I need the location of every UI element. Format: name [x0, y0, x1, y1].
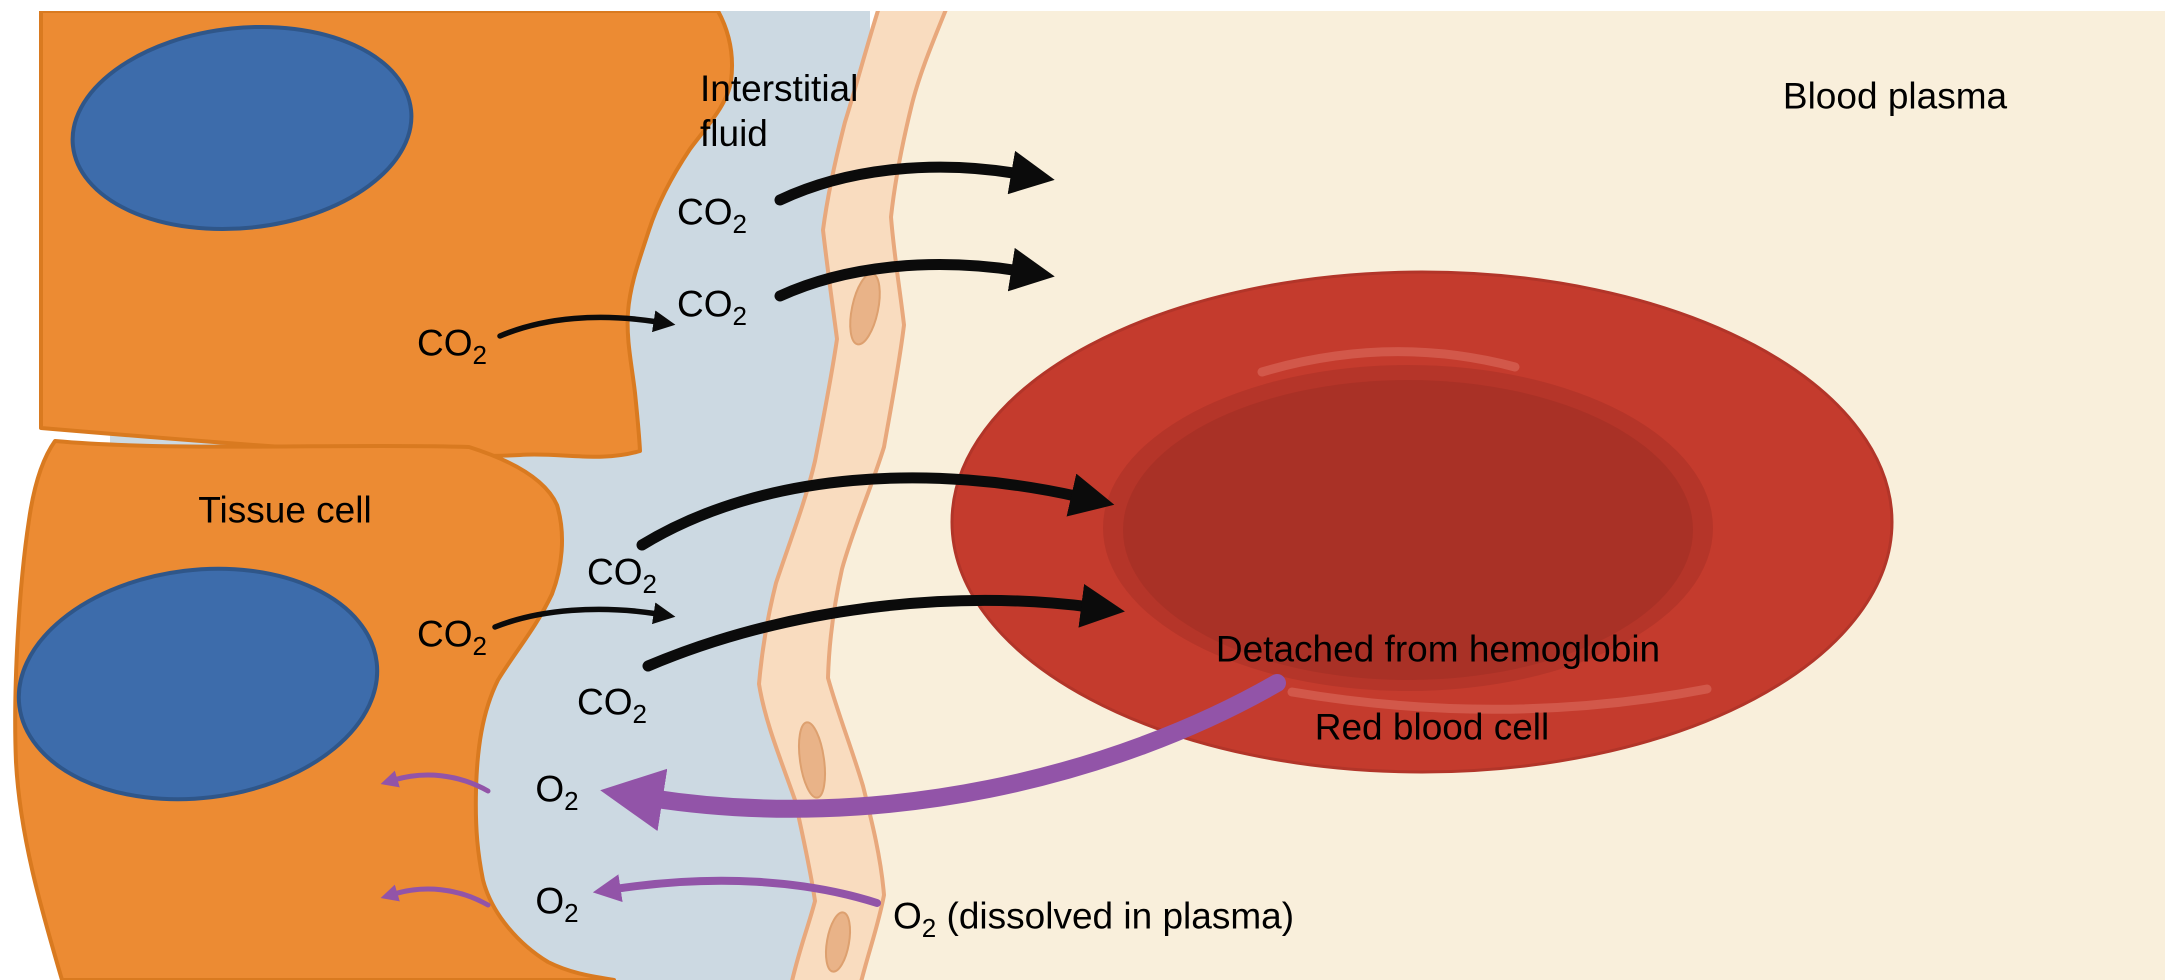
tissue-cell-nucleus-upper	[70, 24, 414, 232]
endothelial-cell-nucleus	[824, 911, 852, 973]
co2-text: CO	[577, 681, 633, 723]
co2-subscript: 2	[472, 339, 487, 370]
blood-plasma-label: Blood plasma	[1782, 75, 2008, 117]
o2-label-1: O2	[535, 766, 578, 813]
interstitial-fluid-label-line1: Interstitial	[700, 68, 859, 109]
co2-arrow-5	[492, 602, 676, 630]
co2-text: CO	[677, 283, 733, 325]
co2-subscript: 2	[472, 630, 487, 661]
tissue-cell-nucleus-lower	[16, 566, 380, 802]
o2-arrow-dissolved	[592, 874, 881, 907]
co2-subscript: 2	[732, 208, 747, 239]
interstitial-fluid-label: Interstitial fluid	[700, 66, 858, 156]
o2-arrow-into-tissue-2	[380, 884, 491, 908]
endothelial-cell-nucleus	[797, 721, 827, 799]
co2-arrow-2	[774, 247, 1055, 302]
co2-label-2: CO2	[677, 281, 747, 328]
o2-arrow-from-hemoglobin	[600, 674, 1286, 832]
red-blood-cell-highlight-top	[1257, 347, 1520, 377]
interstitial-fluid-label-line2: fluid	[700, 113, 768, 155]
co2-subscript: 2	[632, 698, 647, 729]
red-blood-cell-center	[1123, 380, 1693, 680]
co2-arrow-4	[636, 472, 1115, 551]
top-margin	[0, 0, 2165, 11]
co2-text: CO	[587, 551, 643, 593]
co2-text: CO	[677, 191, 733, 233]
o2-subscript: 2	[564, 785, 579, 816]
o2-text: O	[535, 768, 565, 810]
co2-arrow-1	[774, 150, 1055, 206]
co2-label-1: CO2	[677, 189, 747, 236]
co2-arrow-6	[642, 584, 1125, 672]
tissue-cell-label: Tissue cell	[198, 489, 372, 531]
co2-label-3: CO2	[417, 320, 487, 367]
co2-label-4: CO2	[587, 549, 657, 596]
co2-label-5: CO2	[417, 611, 487, 658]
co2-label-6: CO2	[577, 679, 647, 726]
o2-text: O	[535, 880, 565, 922]
detached-from-hemoglobin-label: Detached from hemoglobin	[1215, 628, 1661, 670]
red-blood-cell-highlight-bottom	[1287, 684, 1712, 714]
o2-dissolved-suffix: (dissolved in plasma)	[936, 895, 1295, 937]
o2-arrow-into-tissue-1	[380, 770, 491, 794]
co2-subscript: 2	[732, 300, 747, 331]
o2-subscript: 2	[564, 897, 579, 928]
o2-subscript: 2	[921, 912, 937, 943]
o2-text: O	[893, 895, 922, 937]
o2-dissolved-label: O2 (dissolved in plasma)	[893, 893, 1295, 940]
co2-text: CO	[417, 322, 473, 364]
co2-subscript: 2	[642, 568, 657, 599]
co2-arrow-3	[497, 310, 676, 339]
red-blood-cell-label: Red blood cell	[1314, 706, 1550, 748]
co2-text: CO	[417, 613, 473, 655]
o2-label-2: O2	[535, 878, 578, 925]
